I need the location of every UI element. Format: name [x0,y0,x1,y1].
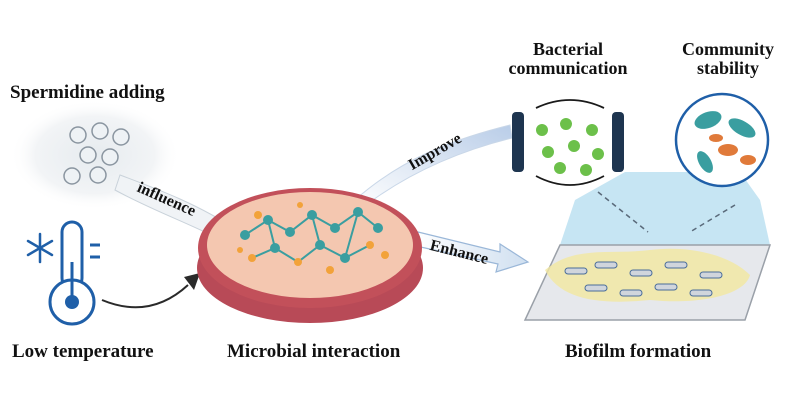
bacterial-communication-line1: Bacterial [533,39,603,59]
signal-cone [560,172,770,245]
thermometer-snowflake-icon [26,220,100,326]
bacterial-communication-line2: communication [508,57,628,78]
biofilm-slab-icon [523,244,772,321]
bacterial-communication-label: Bacterial communication [498,40,638,78]
petri-dish-icon [197,188,423,323]
community-stability-line1: Community [681,39,774,59]
improve-arrow [354,124,513,209]
low-temperature-label: Low temperature [12,341,154,362]
spermidine-label: Spermidine adding [10,82,165,103]
biofilm-formation-label: Biofilm formation [565,341,712,362]
enhance-arrow [415,231,530,273]
microbial-interaction-label: Microbial interaction [227,341,401,362]
bacterial-community-icon [674,92,770,188]
community-stability-line2: stability [696,57,759,78]
temperature-arrow [101,273,200,309]
quorum-sensing-icon [512,99,624,186]
community-stability-label: Community stability [668,40,788,78]
